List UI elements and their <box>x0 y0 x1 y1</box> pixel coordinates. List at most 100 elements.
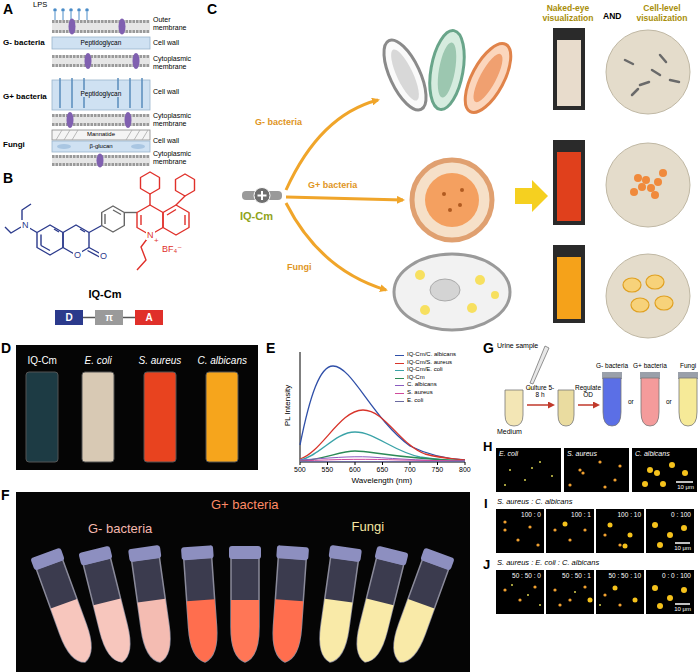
atom-label: N <box>146 230 155 240</box>
chemical-structure <box>5 172 195 270</box>
legend-entry: IQ-Cm/S. aureus <box>406 359 453 366</box>
bond-connector <box>123 317 135 319</box>
cell-envelope-schematic <box>85 8 89 12</box>
emission-chart <box>300 366 465 460</box>
charge-sign: + <box>154 236 159 245</box>
text-label: LPS <box>33 1 47 10</box>
tube-photo <box>276 545 309 560</box>
legend-entry: IQ-Cm/E. coli <box>406 366 444 373</box>
gram-positive-cell <box>448 208 452 212</box>
tick-label: 650 <box>377 466 389 474</box>
gram-negative-cells <box>375 28 520 119</box>
vial-photo <box>16 345 258 470</box>
micrograph-panels <box>578 468 581 471</box>
panel-text: G- bacteria <box>88 522 152 537</box>
result-vials <box>557 40 581 106</box>
gram-positive-cell <box>425 173 479 227</box>
micrograph-panels <box>511 584 513 586</box>
panel-text: C. albicans <box>198 355 247 367</box>
chemical-structure <box>5 204 37 233</box>
micrograph-circles <box>659 169 667 177</box>
text-label: Peptidoglycan <box>80 39 123 46</box>
atom-label: O <box>99 251 108 261</box>
tube-photo <box>128 545 161 562</box>
conjunction: or <box>666 398 672 405</box>
chemical-structure <box>150 194 185 205</box>
box-text: D <box>65 312 72 323</box>
workflow-sketch <box>527 404 553 406</box>
scale-label: 10 μm <box>677 484 694 491</box>
micrograph-panels <box>669 462 675 468</box>
tube-photo <box>184 557 219 663</box>
micrograph-panels <box>642 481 648 487</box>
column-header: Cell-level visualization <box>629 4 695 24</box>
micrograph-panels <box>583 585 586 588</box>
panel-letter: C <box>207 1 217 17</box>
legend-entry: S. aureus <box>406 389 434 396</box>
result-vials <box>553 140 585 225</box>
micrograph-panels <box>618 603 621 606</box>
counter-ion: BF₄⁻ <box>162 244 182 254</box>
donor-box: D <box>55 310 83 325</box>
arrow-label: Fungi <box>287 262 312 272</box>
chemical-structure <box>141 210 185 226</box>
tick-label: 600 <box>349 466 361 474</box>
chemical-structure <box>137 172 195 270</box>
micrograph-circles <box>606 30 690 114</box>
cell-envelope-schematic <box>61 8 65 12</box>
micrograph-panel: C. albicans10 μm <box>632 448 697 492</box>
text-label: Cell wall <box>153 39 179 47</box>
tube-photo <box>314 545 362 664</box>
cell-envelope-schematic <box>55 12 87 20</box>
micrograph-panels <box>563 462 689 609</box>
fungal-cell <box>394 254 510 330</box>
cell-envelope-schematic <box>67 112 74 128</box>
probe-icon <box>242 188 282 204</box>
cell-envelope-schematic <box>52 114 150 117</box>
micrograph-circles <box>625 55 679 95</box>
probe-icon <box>242 191 282 200</box>
micrograph-panels <box>546 570 594 614</box>
legend-line <box>395 363 404 364</box>
outcome-label: G+ bacteria <box>633 362 667 369</box>
micrograph-circles <box>647 184 655 192</box>
ratio-heading: S. aureus : E. coli : C. albicans <box>497 559 599 568</box>
text-label: Cytoplasmic membrane <box>153 112 199 128</box>
micrograph-circles <box>642 176 650 184</box>
tube-photo <box>93 598 135 665</box>
micrograph-panels <box>539 604 541 606</box>
probe-name: IQ-Cm <box>89 288 122 301</box>
cell-envelope-schematic <box>69 8 73 12</box>
panel-letter: E <box>266 340 275 356</box>
bond-connector <box>83 317 95 319</box>
cell-envelope-schematic <box>69 19 76 35</box>
tube-photo <box>229 546 261 662</box>
step-label: Medium <box>497 428 522 436</box>
branch-arrows <box>286 100 403 290</box>
micrograph-circles <box>646 275 664 289</box>
micrograph-panels <box>568 483 571 486</box>
micrograph-panels <box>613 478 616 481</box>
tick-label: 750 <box>432 466 444 474</box>
micrograph-circles <box>630 188 638 196</box>
micrograph-panels <box>675 482 693 604</box>
tick-label: 800 <box>459 466 471 474</box>
micrograph-panels <box>618 543 621 546</box>
fungal-cell <box>467 303 477 313</box>
emission-chart <box>300 451 465 461</box>
micrograph-panels <box>657 542 663 548</box>
panel-text: 100 : 0 <box>521 511 541 518</box>
workflow-sketch <box>505 346 698 426</box>
micrograph-panels <box>654 470 660 476</box>
tube-photo: G- bacteriaG+ bacteriaFungi <box>16 492 470 672</box>
micrograph-panel: 100 : 1 <box>546 509 594 553</box>
micrograph-panels <box>527 594 529 596</box>
cell-envelope-schematic <box>52 30 150 33</box>
column-header: AND <box>603 12 621 22</box>
cell-envelope-schematic <box>56 130 148 140</box>
micrograph-panels <box>633 598 638 603</box>
vial-photo <box>82 372 114 462</box>
probe-name: IQ-Cm <box>240 210 273 223</box>
legend-line <box>395 401 404 402</box>
micrograph-panels <box>568 538 571 541</box>
